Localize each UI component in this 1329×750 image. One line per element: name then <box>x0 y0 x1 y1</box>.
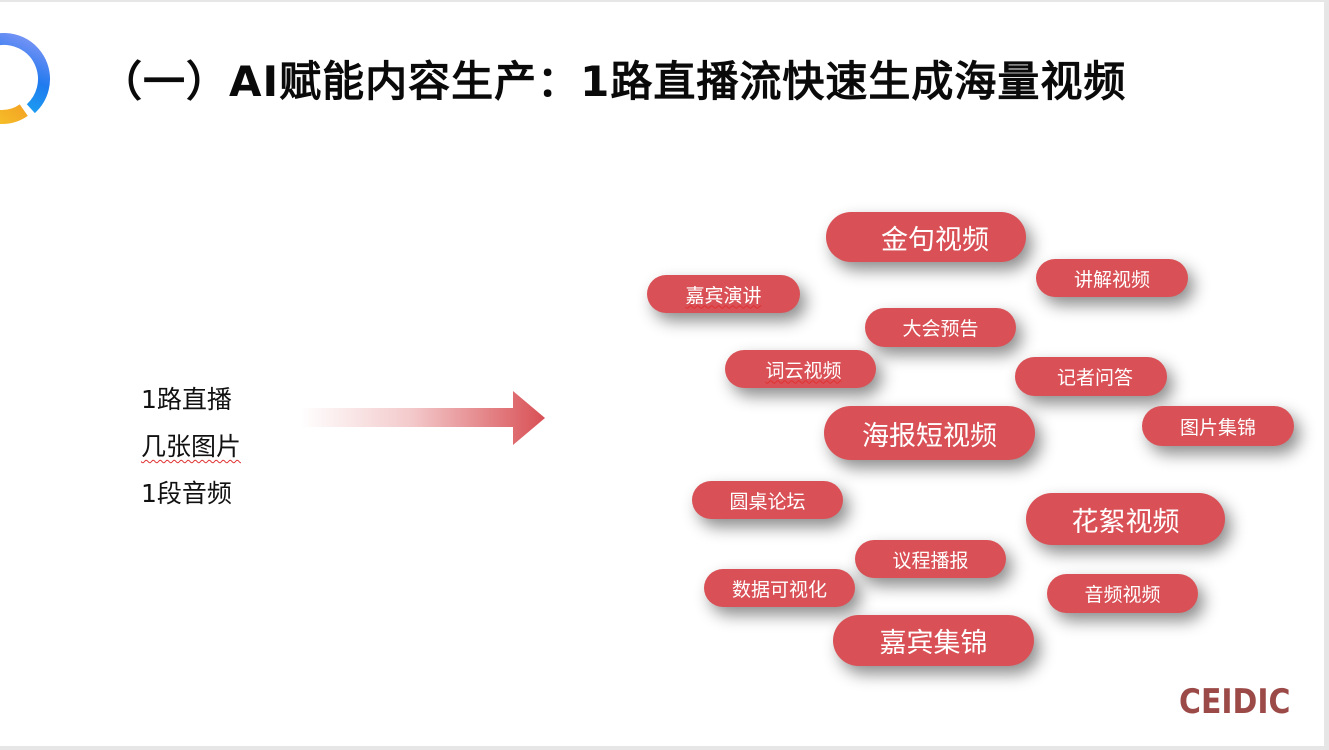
output-tag-explainer-video: 讲解视频 <box>1036 259 1188 297</box>
output-tag-agenda-broadcast: 议程播报 <box>855 540 1006 578</box>
tag-label: 讲解视频 <box>1073 268 1150 291</box>
output-tag-golden-quote-video: 金句视频 <box>826 212 1026 262</box>
tag-label: 图片集锦 <box>1179 416 1256 439</box>
tag-label: 花絮视频 <box>1071 506 1180 538</box>
tag-label: 海报短视频 <box>862 420 997 452</box>
output-tag-poster-short-video: 海报短视频 <box>824 406 1035 460</box>
output-tag-behind-scenes-video: 花絮视频 <box>1026 493 1225 545</box>
output-tag-conference-preview: 大会预告 <box>865 308 1016 347</box>
tag-label: 嘉宾演讲 <box>685 284 762 307</box>
tag-label: 嘉宾集锦 <box>879 628 988 659</box>
tag-label: 议程播报 <box>892 549 969 572</box>
tag-label: 圆桌论坛 <box>729 490 806 513</box>
output-tag-data-visualization: 数据可视化 <box>704 569 855 607</box>
input-sources-list: 1路直播 几张图片 1段音频 <box>141 376 241 517</box>
right-arrow-icon <box>300 391 545 445</box>
output-tag-audio-video: 音频视频 <box>1047 574 1198 613</box>
output-tag-guest-highlights: 嘉宾集锦 <box>833 615 1034 666</box>
input-label: 1段音频 <box>141 479 232 508</box>
input-label: 几张图片 <box>141 432 242 461</box>
tag-label: 大会预告 <box>902 318 979 340</box>
output-tag-word-cloud-video: 词云视频 <box>725 350 876 388</box>
output-tag-roundtable-forum: 圆桌论坛 <box>692 481 843 519</box>
output-tag-press-qa: 记者问答 <box>1015 357 1167 396</box>
tag-label: 金句视频 <box>881 224 989 256</box>
page-title: （一）AI赋能内容生产：1路直播流快速生成海量视频 <box>100 57 1127 106</box>
input-live-stream: 1路直播 <box>141 376 241 423</box>
input-images: 几张图片 <box>141 423 241 470</box>
output-tag-guest-speech: 嘉宾演讲 <box>647 275 800 313</box>
tag-label: 记者问答 <box>1056 367 1133 389</box>
tag-label: 数据可视化 <box>731 578 827 601</box>
input-audio: 1段音频 <box>141 470 241 517</box>
logo-ring-icon <box>0 33 50 125</box>
tag-label: 音频视频 <box>1084 584 1161 606</box>
input-label: 1路直播 <box>141 385 232 414</box>
output-tag-photo-highlights: 图片集锦 <box>1142 406 1294 446</box>
tag-label: 词云视频 <box>765 359 842 382</box>
brand-logo-text: CEIDIC <box>1179 682 1291 722</box>
